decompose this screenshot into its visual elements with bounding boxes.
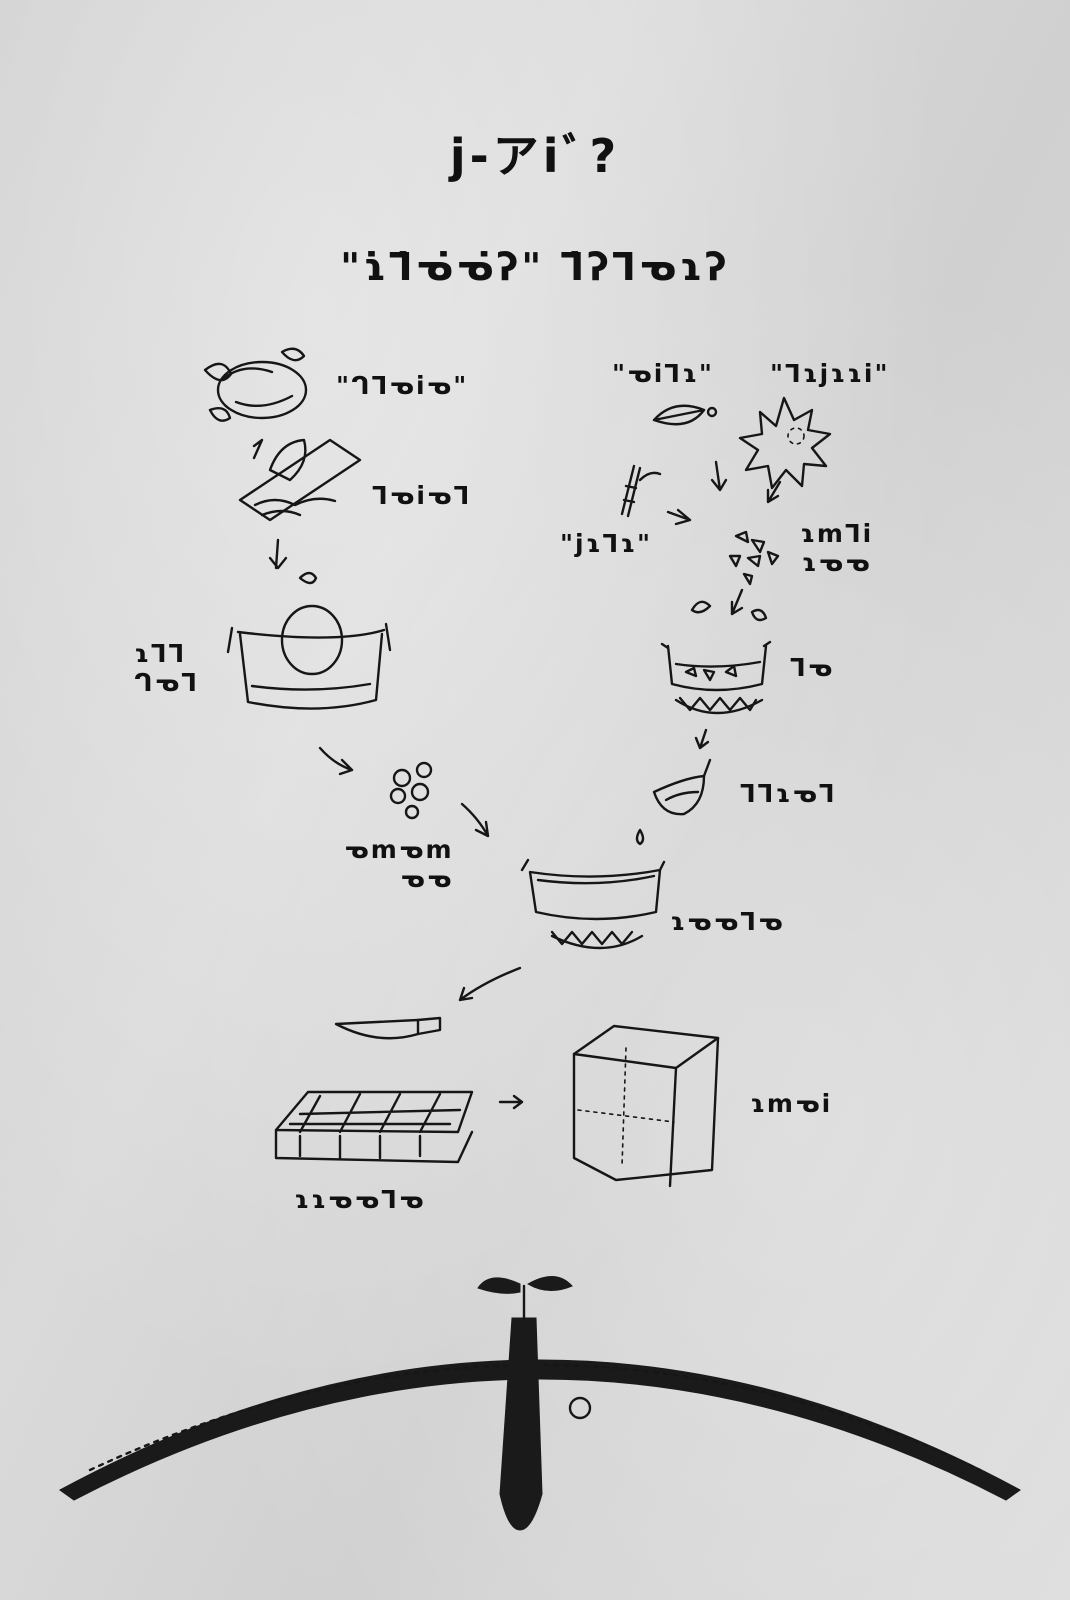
arrow-flower	[766, 480, 782, 504]
label-cut-block: ɿɿᓀᓀᒣᓀ	[294, 1185, 426, 1214]
label-flower-ingredient: "ᒣɿjɿɿi"	[770, 359, 890, 388]
label-cook: ɿᓀᓀᒣᓀ	[670, 907, 785, 936]
page-title: j-アiﾞ?	[449, 129, 621, 183]
leaf-illustration	[652, 404, 718, 426]
cut-slab-illustration	[274, 1090, 474, 1164]
soak-basin-illustration	[226, 571, 392, 710]
label-grate: ᒣᓀiᓀᒣ	[372, 481, 472, 510]
knife-illustration	[334, 1016, 442, 1040]
label-soak: ɿᒣᒣ ᒉᓀᒣ	[134, 639, 199, 697]
cook-pot-illustration	[520, 858, 666, 950]
page-subtitle: "ɿ̇ᒣ̇ᓀ̇ᓀ̇ʔ" ᒣ̇ʔᒣᓀɿʔ	[340, 245, 730, 289]
potato-illustration	[203, 347, 308, 422]
stem-illustration	[620, 464, 662, 518]
arrow-stem	[666, 508, 692, 526]
label-ladle: ᒣᒣɿᓀᒣ	[740, 779, 837, 808]
arrow-leaf	[710, 460, 728, 492]
arrow-2	[268, 538, 288, 570]
label-finished: ɿmᓀi	[750, 1089, 833, 1118]
arrow-8	[498, 1094, 524, 1110]
arrow-1	[252, 438, 264, 460]
arrow-6	[694, 728, 710, 750]
arrow-3	[318, 746, 354, 776]
boil-pot-illustration	[660, 600, 772, 715]
arrow-5	[730, 588, 744, 616]
chopped-pieces-illustration	[728, 530, 780, 586]
label-raw-ingredient: "ᒉᒣᓀiᓀ"	[336, 371, 469, 400]
label-boil: ᒣᓀ	[790, 653, 835, 682]
label-stem-ingredient: "jɿᒣɿ"	[560, 529, 653, 558]
drop-icon	[635, 828, 645, 846]
label-leaf-ingredient: "ᓀiᒣɿ"	[612, 359, 714, 388]
label-residue: ᓀmᓀm ᓀᓀ	[344, 835, 454, 893]
finished-block-illustration	[572, 1024, 720, 1188]
arrow-4	[460, 802, 490, 838]
grater-illustration	[238, 438, 362, 522]
arrow-7	[458, 966, 522, 1002]
label-chop-mix: ɿmᒣi ɿᓀᓀ	[800, 519, 874, 577]
flower-illustration	[738, 396, 832, 490]
ladle-illustration	[652, 758, 712, 816]
sprout-emblem	[59, 1276, 1021, 1531]
residue-illustration	[389, 761, 433, 820]
